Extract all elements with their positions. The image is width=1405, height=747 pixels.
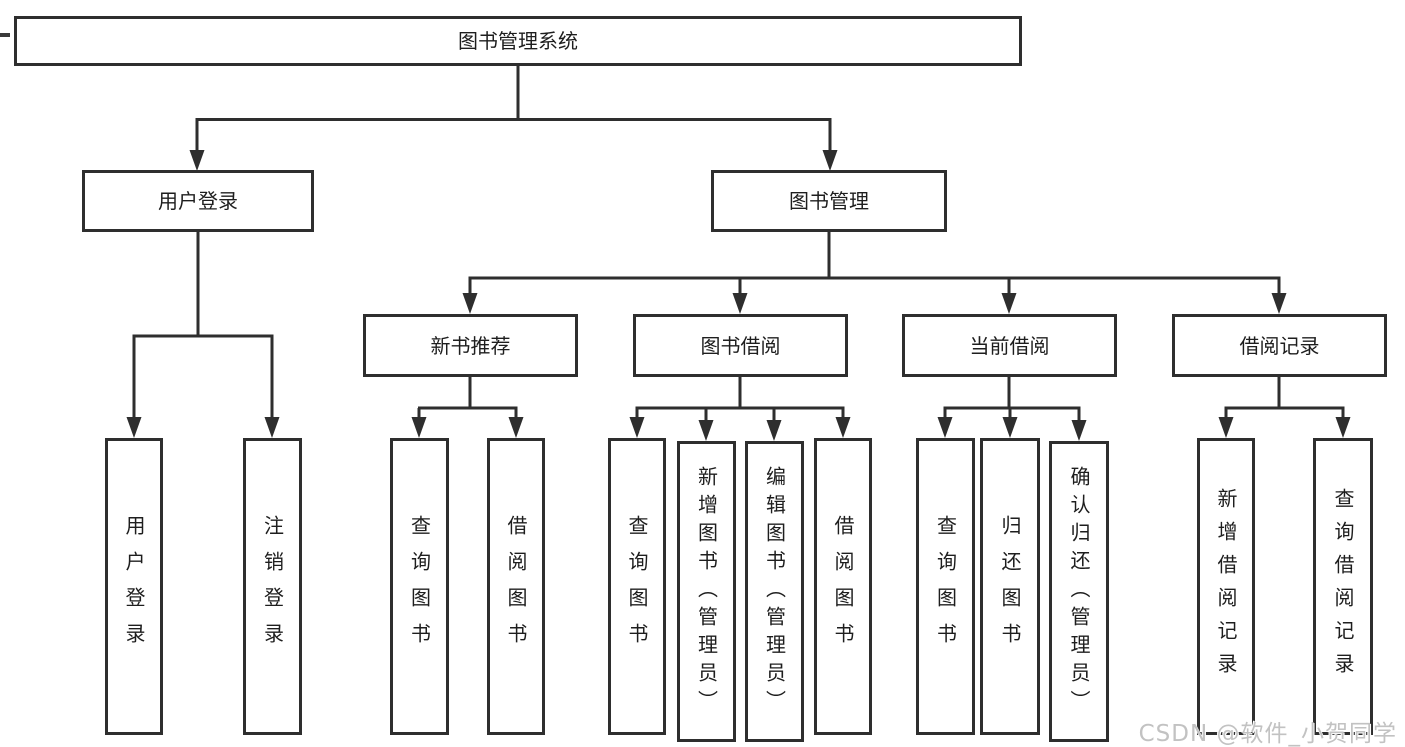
node-library-management-system: 图书管理系统 bbox=[14, 16, 1022, 66]
leaf-label: 归还图书 bbox=[998, 514, 1022, 659]
leaf-edit-book-admin: 编辑图书（管理员） bbox=[745, 441, 804, 742]
node-label: 图书借阅 bbox=[700, 333, 781, 358]
leaf-user-login: 用户登录 bbox=[105, 438, 163, 735]
node-label: 新书推荐 bbox=[430, 333, 511, 358]
node-label: 图书管理系统 bbox=[458, 29, 578, 53]
node-book-management: 图书管理 bbox=[711, 170, 947, 232]
node-borrowing-records: 借阅记录 bbox=[1172, 314, 1387, 377]
leaf-query-books-current: 查询图书 bbox=[916, 438, 975, 735]
node-new-book-recommend: 新书推荐 bbox=[363, 314, 578, 377]
node-user-login: 用户登录 bbox=[82, 170, 314, 232]
leaf-label: 查询借阅记录 bbox=[1331, 487, 1355, 686]
leaf-confirm-return-admin: 确认归还（管理员） bbox=[1049, 441, 1109, 742]
leaf-label: 用户登录 bbox=[122, 514, 146, 659]
arrowheads bbox=[126, 150, 1351, 441]
leaf-logout: 注销登录 bbox=[243, 438, 302, 735]
leaf-borrow-books-borrowing: 借阅图书 bbox=[814, 438, 872, 735]
tree-edges bbox=[132, 66, 1345, 423]
leaf-label: 查询图书 bbox=[407, 514, 432, 659]
node-label: 用户登录 bbox=[158, 189, 238, 213]
leaf-label: 查询图书 bbox=[625, 514, 649, 659]
leaf-label: 新增借阅记录 bbox=[1214, 487, 1238, 686]
node-current-borrowing: 当前借阅 bbox=[902, 314, 1117, 377]
leaf-query-borrow-record: 查询借阅记录 bbox=[1313, 438, 1373, 735]
leaf-add-book-admin: 新增图书（管理员） bbox=[677, 441, 736, 742]
left-edge-artifact bbox=[0, 33, 10, 37]
leaf-label: 借阅图书 bbox=[831, 514, 855, 659]
leaf-label: 编辑图书（管理员） bbox=[762, 465, 787, 718]
leaf-label: 查询图书 bbox=[933, 514, 958, 659]
leaf-label: 注销登录 bbox=[260, 514, 285, 659]
node-label: 借阅记录 bbox=[1239, 333, 1320, 358]
leaf-label: 借阅图书 bbox=[504, 514, 528, 659]
csdn-watermark: CSDN @软件_小贺同学 bbox=[1138, 721, 1397, 747]
node-label: 当前借阅 bbox=[969, 333, 1050, 358]
leaf-add-borrow-record: 新增借阅记录 bbox=[1197, 438, 1255, 735]
leaf-query-books-recommend: 查询图书 bbox=[390, 438, 449, 735]
node-book-borrowing: 图书借阅 bbox=[633, 314, 848, 377]
leaf-return-book: 归还图书 bbox=[980, 438, 1040, 735]
leaf-label: 确认归还（管理员） bbox=[1067, 465, 1091, 718]
leaf-borrow-books-recommend: 借阅图书 bbox=[487, 438, 545, 735]
leaf-query-books-borrowing: 查询图书 bbox=[608, 438, 666, 735]
leaf-label: 新增图书（管理员） bbox=[694, 465, 719, 718]
node-label: 图书管理 bbox=[789, 189, 869, 213]
